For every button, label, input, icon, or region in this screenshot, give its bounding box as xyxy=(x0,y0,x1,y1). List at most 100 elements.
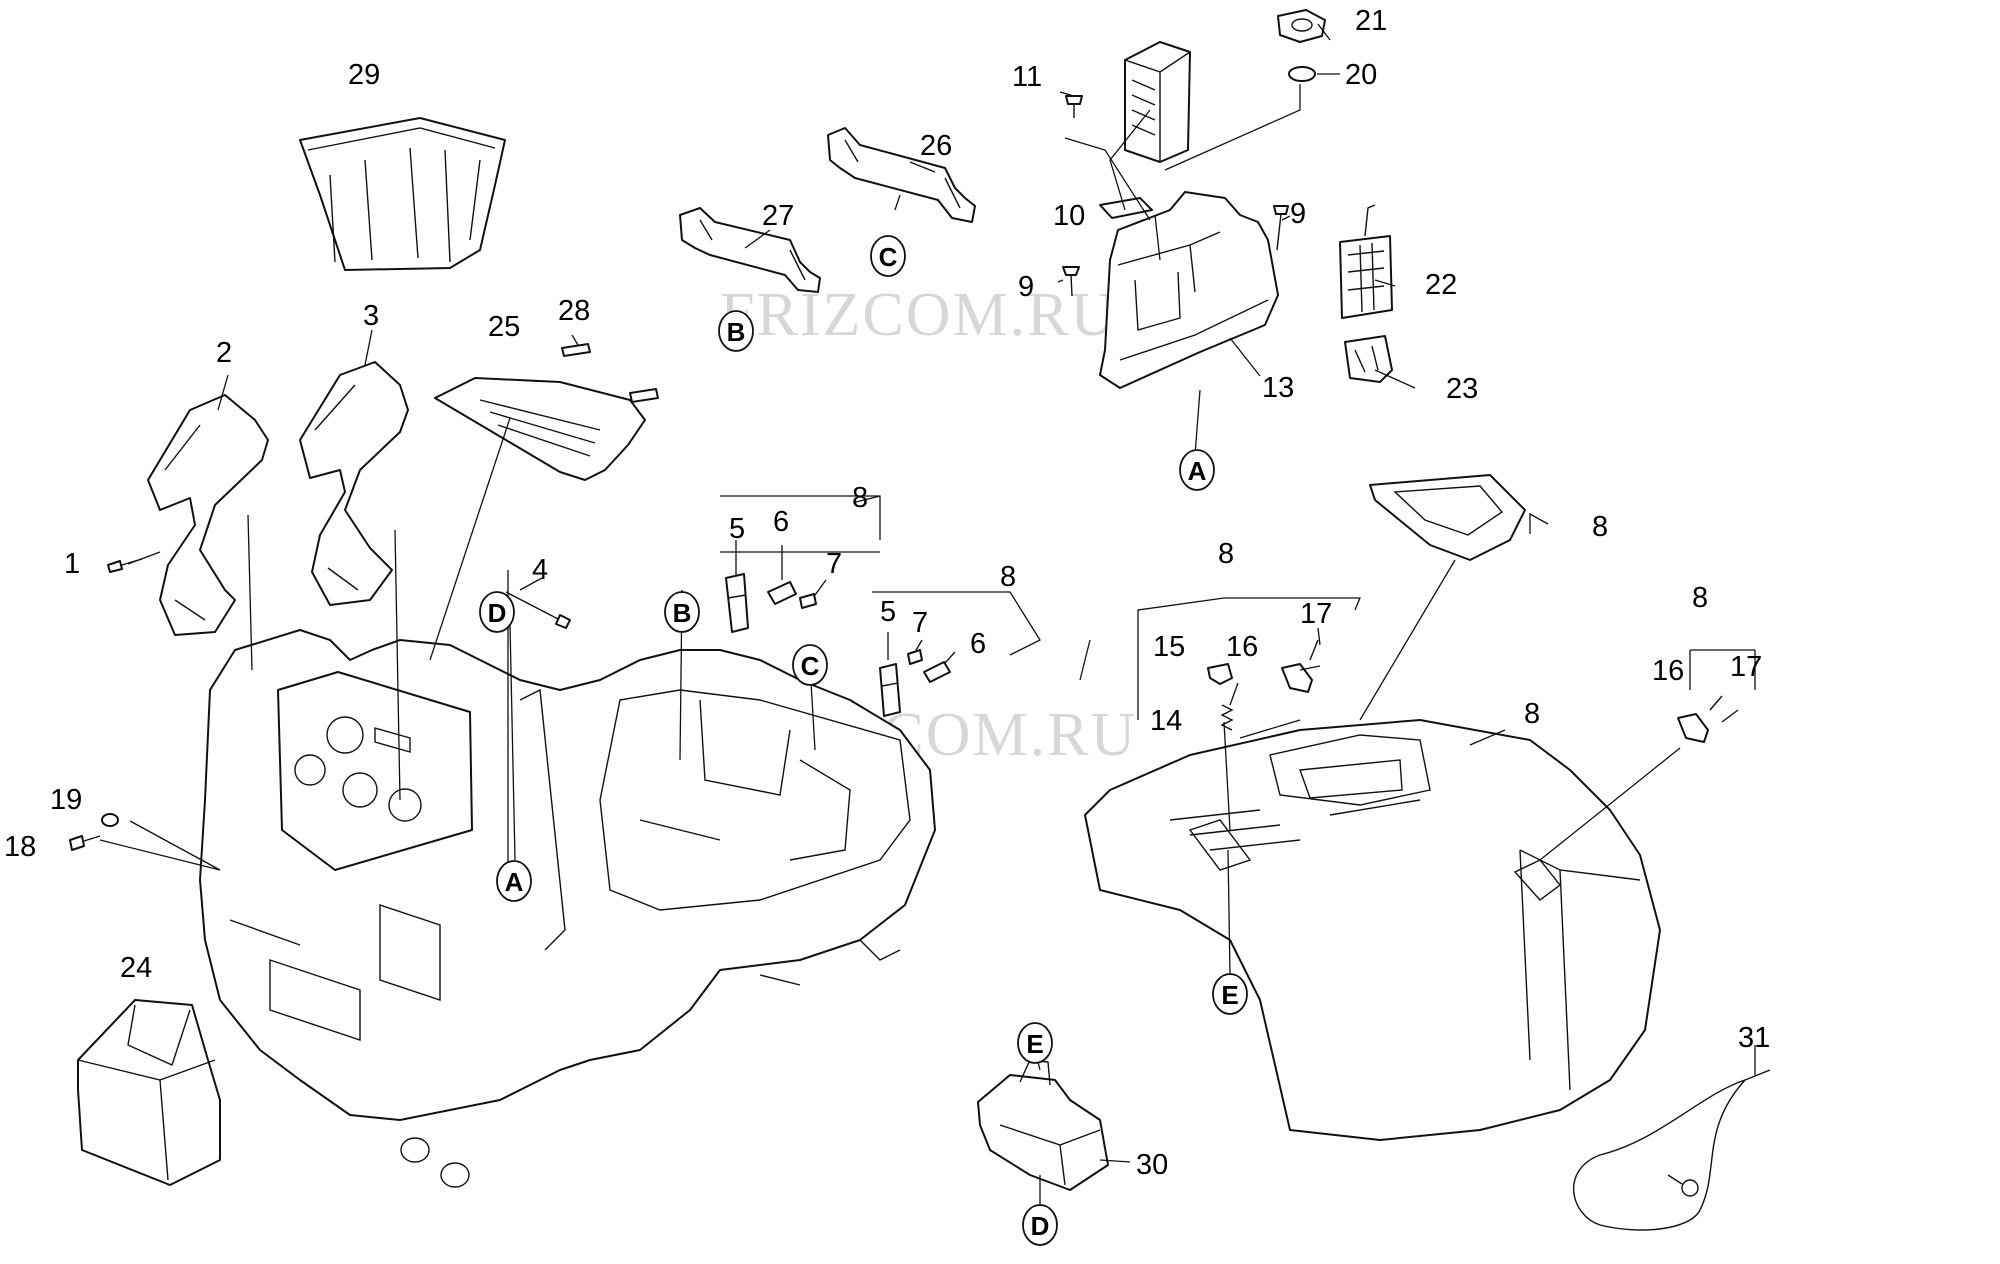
latch-part-5-right xyxy=(879,663,901,717)
label-part-29: 29 xyxy=(348,59,380,91)
handle-part-3 xyxy=(299,361,409,606)
label-part-20: 20 xyxy=(1345,59,1377,91)
label-part-27: 27 xyxy=(762,200,794,232)
screw-part-9-left xyxy=(1062,266,1080,297)
label-part-5-right: 5 xyxy=(880,596,896,628)
label-part-21: 21 xyxy=(1355,5,1387,37)
label-part-3: 3 xyxy=(363,300,379,332)
label-part-5-left: 5 xyxy=(729,513,745,545)
label-part-24: 24 xyxy=(120,952,152,984)
svg-text:A: A xyxy=(505,867,524,897)
cap-part-21 xyxy=(1277,9,1326,43)
pin-part-6-left xyxy=(767,581,797,605)
bracket-part-26 xyxy=(827,127,976,223)
spring-part-14 xyxy=(1220,704,1234,731)
label-part-9-right: 9 xyxy=(1290,198,1306,230)
screw-part-7-right xyxy=(907,649,923,665)
pin-part-17-right xyxy=(1709,695,1739,723)
svg-text:B: B xyxy=(727,317,746,347)
label-part-22: 22 xyxy=(1425,269,1457,301)
svg-text:C: C xyxy=(801,651,820,681)
pin-part-6-right xyxy=(923,661,951,683)
clip-part-10 xyxy=(1099,197,1153,219)
pin-part-17-left xyxy=(1309,639,1319,661)
label-part-18: 18 xyxy=(4,831,36,863)
handle-part-2 xyxy=(147,394,269,636)
label-part-8-group-top: 8 xyxy=(1218,538,1234,570)
label-part-30: 30 xyxy=(1136,1149,1168,1181)
label-part-19: 19 xyxy=(50,784,82,816)
switch-unit-part-30 xyxy=(977,1059,1109,1191)
cartridge-part xyxy=(1124,41,1191,163)
label-part-9-left: 9 xyxy=(1018,271,1034,303)
label-part-6-right: 6 xyxy=(970,628,986,660)
latch-part-5-left xyxy=(725,573,749,633)
label-part-14: 14 xyxy=(1150,705,1182,737)
svg-text:A: A xyxy=(1188,456,1207,486)
housing-part-13 xyxy=(1099,191,1279,389)
tray-part-29 xyxy=(299,117,506,271)
reference-markers: A A B B C C D D xyxy=(479,235,1248,1246)
latch-part-16-right xyxy=(1677,713,1709,743)
label-part-31: 31 xyxy=(1738,1022,1770,1054)
label-part-26: 26 xyxy=(920,130,952,162)
latch-part-16-left xyxy=(1281,663,1313,693)
svg-text:E: E xyxy=(1221,980,1238,1010)
main-body xyxy=(199,629,936,1188)
label-part-8-right-group: 8 xyxy=(1000,561,1016,593)
label-part-17-left: 17 xyxy=(1300,598,1332,630)
label-part-15: 15 xyxy=(1153,631,1185,663)
ref-circle-a-housing: A xyxy=(1179,449,1215,491)
svg-text:D: D xyxy=(488,598,507,628)
label-part-13: 13 xyxy=(1262,372,1294,404)
label-part-16-right: 16 xyxy=(1652,655,1684,687)
svg-text:B: B xyxy=(673,598,692,628)
keypad-part-22 xyxy=(1339,204,1393,319)
label-part-23: 23 xyxy=(1446,373,1478,405)
label-part-11: 11 xyxy=(1012,61,1042,93)
o-ring-part-20 xyxy=(1288,66,1316,82)
label-part-6-left: 6 xyxy=(773,506,789,538)
label-part-28: 28 xyxy=(558,295,590,327)
ref-circle-d-body: D xyxy=(479,591,515,633)
screw-part-9-right xyxy=(1273,205,1289,251)
screw-part-18 xyxy=(69,835,101,851)
screw-part-7-left xyxy=(799,593,817,609)
seal-frame-part-8 xyxy=(1369,474,1526,561)
washer-part-19 xyxy=(101,813,119,827)
label-part-4: 4 xyxy=(532,554,548,586)
ref-circle-e-switch: E xyxy=(1017,1022,1053,1064)
label-part-10: 10 xyxy=(1053,200,1085,232)
label-part-16-left: 16 xyxy=(1226,631,1258,663)
clip-part-23 xyxy=(1344,335,1393,383)
pin-part-28 xyxy=(561,343,659,403)
screw-part-4 xyxy=(505,591,571,629)
label-part-2: 2 xyxy=(216,337,232,369)
ref-circle-e-hood: E xyxy=(1212,973,1248,1015)
label-part-25: 25 xyxy=(488,311,520,343)
knob-part-15 xyxy=(1207,663,1233,685)
hood-cover xyxy=(1084,719,1661,1141)
cable-part-31 xyxy=(1572,1069,1771,1231)
ref-circle-b-bracket: B xyxy=(718,310,754,352)
label-part-7-left: 7 xyxy=(826,548,842,580)
ref-circle-c-bracket: C xyxy=(870,235,906,277)
label-part-8-hood: 8 xyxy=(1524,698,1540,730)
label-part-8-seal: 8 xyxy=(1592,511,1608,543)
top-cover-part-25 xyxy=(434,377,646,481)
ref-circle-a-body: A xyxy=(496,860,532,902)
bracket-part-27 xyxy=(679,207,821,293)
label-part-17-right: 17 xyxy=(1730,651,1762,683)
label-part-8-left-group: 8 xyxy=(852,482,868,514)
ref-circle-b-body: B xyxy=(664,591,700,633)
svg-text:C: C xyxy=(879,242,898,272)
svg-text:D: D xyxy=(1031,1211,1050,1241)
svg-text:E: E xyxy=(1026,1029,1043,1059)
screw-part-11 xyxy=(1065,95,1083,118)
box-part-24 xyxy=(77,999,221,1186)
label-part-8-latch-group: 8 xyxy=(1692,582,1708,614)
ref-circle-d-switch: D xyxy=(1022,1204,1058,1246)
ref-circle-c-body: C xyxy=(792,644,828,686)
part-number-labels: 1 2 3 4 5 6 7 8 8 5 7 6 9 9 10 11 13 14 … xyxy=(4,5,1770,1181)
